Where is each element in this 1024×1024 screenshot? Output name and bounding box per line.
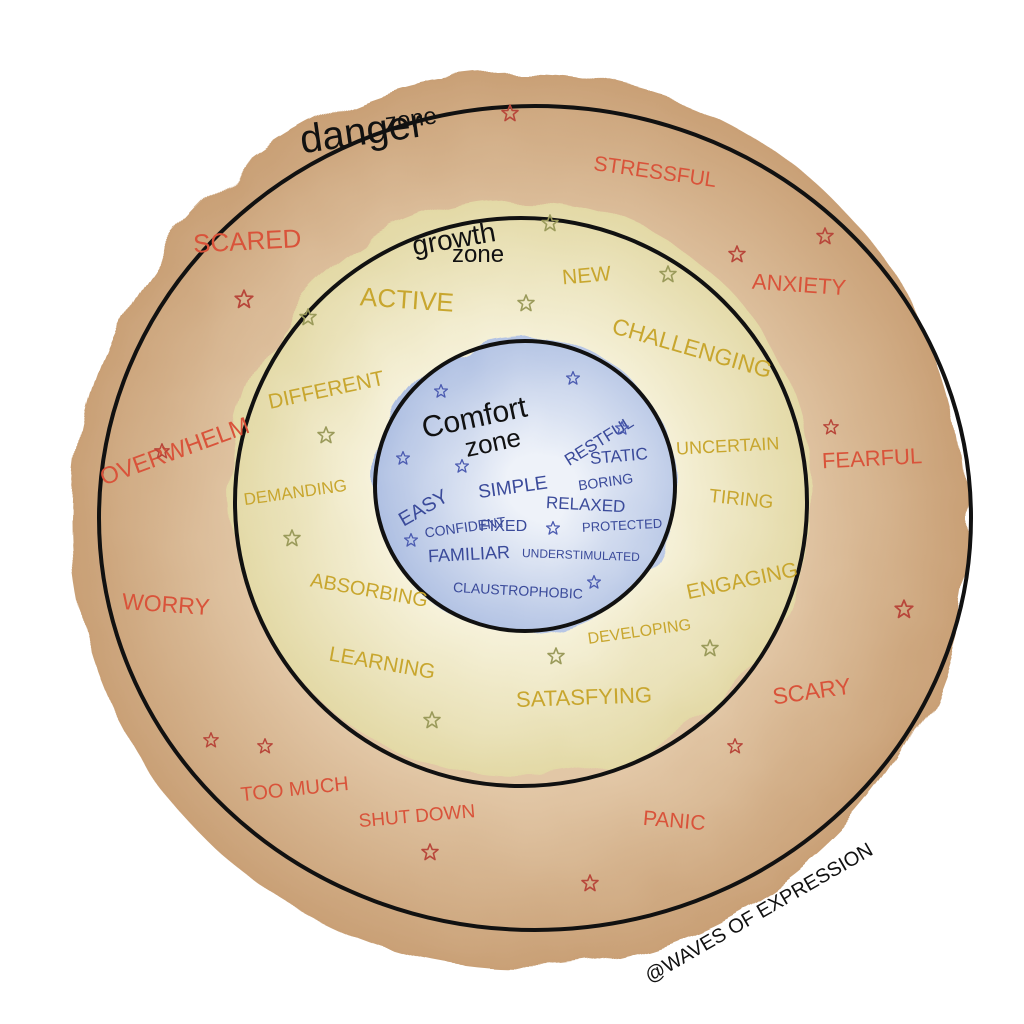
comfort-word-protected: PROTECTED: [582, 516, 663, 535]
comfort-word-static: STATIC: [589, 444, 648, 468]
growth-word-satasfying: SATASFYING: [516, 682, 653, 712]
comfort-word-boring: BORING: [577, 470, 634, 494]
comfort-word-fixed: FIXED: [480, 518, 527, 535]
growth-word-active: ACTIVE: [359, 281, 455, 317]
comfort-word-understimulated: UNDERSTIMULATED: [522, 546, 641, 564]
growth-zone-outline: [233, 216, 809, 788]
danger-word-scared: SCARED: [192, 223, 302, 259]
comfort-zone-fill: [375, 335, 675, 635]
growth-word-new: NEW: [561, 262, 612, 289]
comfort-word-claustrophobic: CLAUSTROPHOBIC: [453, 579, 584, 602]
comfort-zone-outline: [373, 339, 677, 633]
comfort-word-relaxed: RELAXED: [546, 493, 626, 516]
danger-zone-outline: [97, 104, 973, 932]
danger-word-panic: PANIC: [642, 807, 706, 835]
danger-word-fearful: FEARFUL: [821, 443, 922, 473]
danger-word-worry: WORRY: [121, 588, 210, 620]
comfort-word-familiar: FAMILIAR: [427, 542, 510, 566]
growth-zone-title-line2: zone: [452, 241, 504, 268]
